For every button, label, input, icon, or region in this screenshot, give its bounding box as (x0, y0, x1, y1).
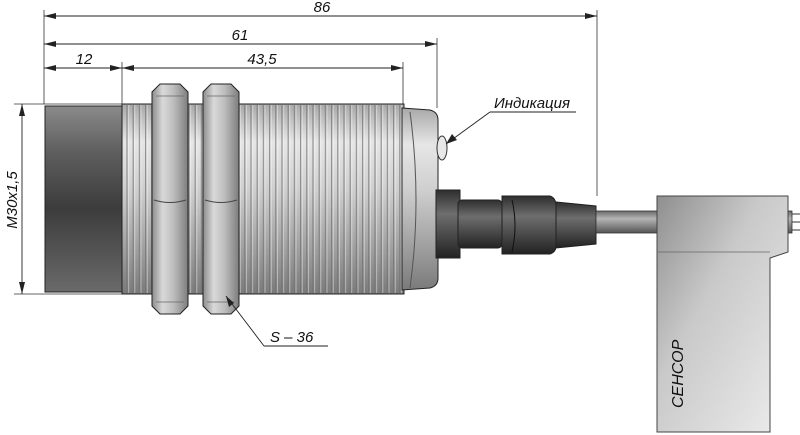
indicator-lens (436, 135, 448, 161)
dimension-housing: 61 (44, 27, 438, 108)
sensor-body (44, 103, 448, 295)
collar-contour (409, 111, 417, 289)
dim-housing-length: 61 (232, 27, 249, 44)
dim-front-length: 12 (76, 51, 93, 68)
dimension-overall: 86 (43, 0, 598, 196)
wrench-size-callout: S – 36 (225, 295, 328, 347)
dimension-front: 12 (44, 51, 123, 104)
dim-overall-length: 86 (314, 0, 331, 16)
lock-nut-rear (202, 83, 240, 315)
label-tag: СЕНСОР (656, 195, 789, 433)
dimension-thread: 43,5 (122, 51, 404, 104)
lock-nut-front (151, 83, 189, 315)
sensing-face (44, 105, 124, 293)
rear-collar (401, 107, 439, 291)
dim-thread-spec: M30x1,5 (4, 171, 21, 229)
indication-callout: Индикация (445, 95, 576, 145)
indication-label: Индикация (494, 95, 570, 112)
dimension-thread-spec: M30x1,5 (4, 103, 122, 295)
brand-label: СЕНСОР (670, 339, 687, 408)
cable-gland (435, 189, 597, 259)
wrench-size-label: S – 36 (270, 329, 314, 346)
dim-thread-length: 43,5 (247, 51, 277, 68)
